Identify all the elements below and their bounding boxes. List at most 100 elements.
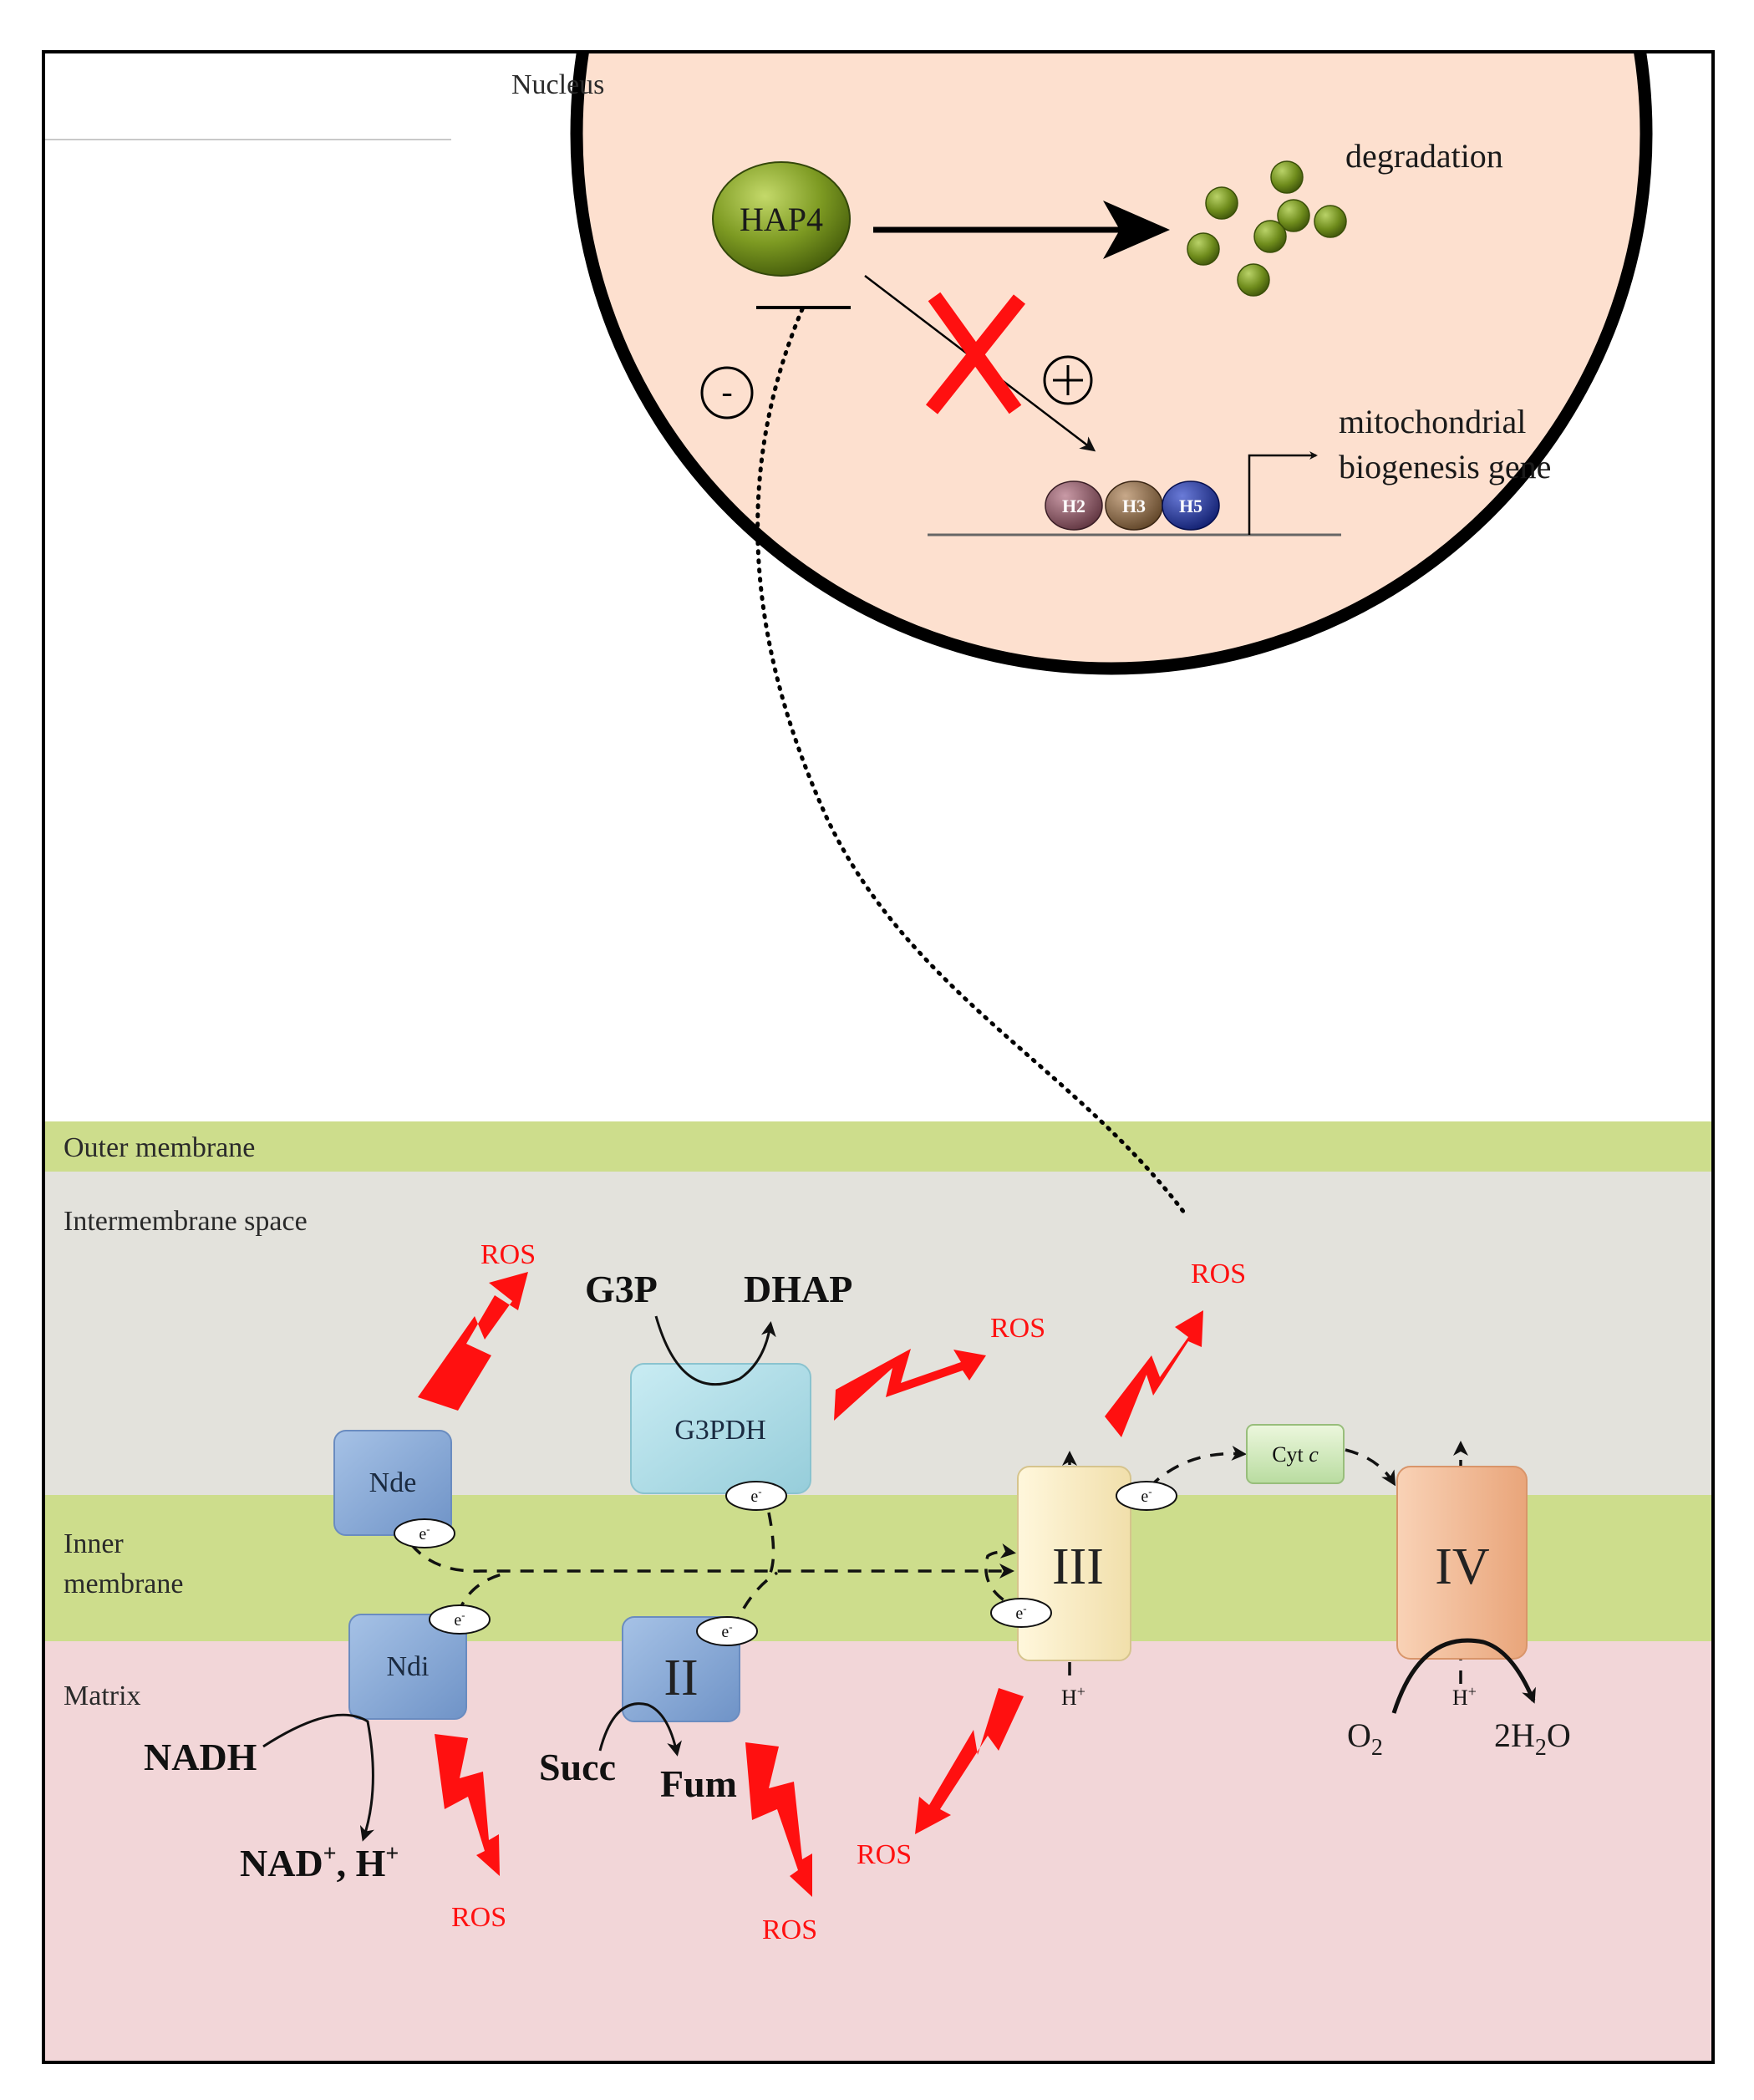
complex-ndi: Ndi bbox=[348, 1614, 467, 1720]
svg-text:e-: e- bbox=[721, 1620, 732, 1641]
intermembrane-space-label: Intermembrane space bbox=[64, 1206, 308, 1237]
ros-bolt-g3pdh bbox=[834, 1349, 986, 1421]
ros-label-ndi: ROS bbox=[451, 1902, 506, 1933]
ros-labels: ROS ROS ROS ROS ROS ROS bbox=[451, 1239, 1246, 1945]
cytochrome-c: Cyt c bbox=[1246, 1424, 1345, 1484]
histone-h2: H2 bbox=[1045, 481, 1103, 531]
g3p-dhap-arrow bbox=[654, 1315, 776, 1386]
ndi-label: Ndi bbox=[387, 1651, 430, 1682]
outer-membrane-band bbox=[43, 1121, 1713, 1172]
histone-h5-label: H5 bbox=[1179, 496, 1202, 516]
fragment-dot bbox=[1237, 263, 1270, 297]
histone-h3-label: H3 bbox=[1122, 496, 1146, 516]
nadh-label: NADH bbox=[144, 1736, 257, 1778]
electron-ndi: e- bbox=[429, 1604, 491, 1635]
outer-membrane-label: Outer membrane bbox=[64, 1132, 255, 1163]
ros-bolt-ndi bbox=[435, 1734, 500, 1876]
electron-tokens: e- e- e- e- e- e- bbox=[394, 1481, 1177, 1646]
ros-bolts bbox=[418, 1272, 1203, 1897]
nucleus-label: Nucleus bbox=[511, 69, 604, 100]
e-path-main bbox=[409, 1543, 1014, 1579]
svg-text:e-: e- bbox=[454, 1609, 465, 1630]
degradation-arrow-head bbox=[1103, 201, 1170, 259]
e-path-to-cytc bbox=[1147, 1446, 1247, 1489]
o2-h2o-arrow bbox=[1391, 1638, 1536, 1714]
svg-text:e-: e- bbox=[1015, 1602, 1026, 1623]
inner-membrane-label-line2: membrane bbox=[64, 1569, 184, 1599]
matrix-label: Matrix bbox=[64, 1681, 141, 1711]
e-path-iii-up bbox=[984, 1543, 1024, 1613]
hap4-protein bbox=[712, 161, 851, 277]
degradation-fragments bbox=[1187, 160, 1347, 297]
ros-bolt-nde bbox=[418, 1272, 528, 1411]
inner-membrane-label-line1: Inner bbox=[64, 1528, 124, 1559]
complex-iii-label: III bbox=[1052, 1538, 1104, 1595]
ros-bolt-iii-matrix bbox=[915, 1688, 1024, 1834]
electron-iii-upper: e- bbox=[1116, 1481, 1177, 1511]
gene-label-line1: mitochondrial bbox=[1339, 403, 1526, 440]
svg-text:e-: e- bbox=[1141, 1485, 1152, 1506]
figure-frame bbox=[42, 50, 1715, 2064]
electron-iii-lower: e- bbox=[990, 1598, 1052, 1628]
nadh-arrow bbox=[262, 1713, 374, 1842]
fragment-dot bbox=[1314, 205, 1347, 238]
matrix-band bbox=[43, 1641, 1713, 2062]
e-path-cytc-iv bbox=[1345, 1448, 1396, 1487]
transcription-start-arrow bbox=[1248, 451, 1318, 535]
complex-iv-label: IV bbox=[1435, 1538, 1490, 1595]
fragment-dot bbox=[1253, 220, 1287, 253]
proton-label-iv: H+ bbox=[1452, 1683, 1477, 1710]
proton-label-iii: H+ bbox=[1061, 1683, 1085, 1710]
histone-h2-label: H2 bbox=[1062, 496, 1085, 516]
histone-h3: H3 bbox=[1105, 481, 1163, 531]
intermembrane-space-band bbox=[43, 1172, 1713, 1495]
reactions: G3P DHAP NADH NAD+, H+ Succ Fum O2 2H2O … bbox=[144, 1268, 1571, 1884]
succ-label: Succ bbox=[539, 1746, 616, 1788]
complex-nde: Nde bbox=[333, 1430, 452, 1536]
fragment-dot bbox=[1187, 232, 1220, 266]
degradation-label: degradation bbox=[1345, 137, 1503, 175]
hap4-label: HAP4 bbox=[740, 201, 823, 238]
gene-label-line2: biogenesis gene bbox=[1339, 448, 1551, 486]
succ-fum-arrow bbox=[598, 1702, 682, 1757]
fragment-dot bbox=[1270, 160, 1304, 194]
fum-label: Fum bbox=[660, 1762, 737, 1805]
e-path-g3pdh bbox=[767, 1512, 775, 1574]
fragment-dot bbox=[1205, 186, 1238, 220]
dotted-signal-link bbox=[755, 307, 1189, 1218]
g3p-label: G3P bbox=[585, 1268, 658, 1310]
electron-nde: e- bbox=[394, 1518, 455, 1548]
h2o-label: 2H2O bbox=[1494, 1716, 1571, 1761]
electron-complex-ii: e- bbox=[696, 1616, 758, 1646]
compartment-bands bbox=[43, 52, 1713, 2062]
dhap-label: DHAP bbox=[744, 1268, 852, 1310]
svg-text:e-: e- bbox=[419, 1523, 430, 1543]
ros-label-iii: ROS bbox=[1191, 1258, 1246, 1289]
electron-g3pdh: e- bbox=[725, 1481, 787, 1511]
ros-label-complex-ii: ROS bbox=[762, 1914, 817, 1945]
complex-g3pdh: G3PDH bbox=[630, 1363, 811, 1494]
blocked-x-icon bbox=[925, 292, 1026, 414]
cyt-c-label: Cyt c bbox=[1272, 1442, 1319, 1467]
ros-label-nde: ROS bbox=[480, 1239, 536, 1270]
minus-sign-circle bbox=[700, 366, 754, 419]
ros-bolt-iii bbox=[1105, 1310, 1203, 1437]
svg-text:e-: e- bbox=[750, 1485, 761, 1506]
complex-iv: IV bbox=[1396, 1466, 1528, 1660]
complex-iii: III bbox=[1017, 1466, 1131, 1661]
plus-sign-circle bbox=[1043, 355, 1093, 405]
ros-bolt-complex-ii bbox=[745, 1742, 812, 1897]
nucleus-content: HAP4 degradation - bbox=[700, 137, 1551, 536]
g3pdh-label: G3PDH bbox=[674, 1415, 766, 1446]
o2-label: O2 bbox=[1347, 1716, 1383, 1761]
ros-label-g3pdh: ROS bbox=[990, 1313, 1045, 1344]
minus-sign: - bbox=[721, 373, 732, 410]
complex-ii-label: II bbox=[663, 1650, 698, 1706]
fragment-dot bbox=[1277, 199, 1310, 232]
nde-label: Nde bbox=[369, 1467, 417, 1498]
histone-h5: H5 bbox=[1162, 481, 1220, 531]
nucleus-envelope bbox=[570, 52, 1653, 675]
ros-label-iii-matrix: ROS bbox=[857, 1839, 912, 1870]
nad-label: NAD+, H+ bbox=[240, 1841, 399, 1884]
